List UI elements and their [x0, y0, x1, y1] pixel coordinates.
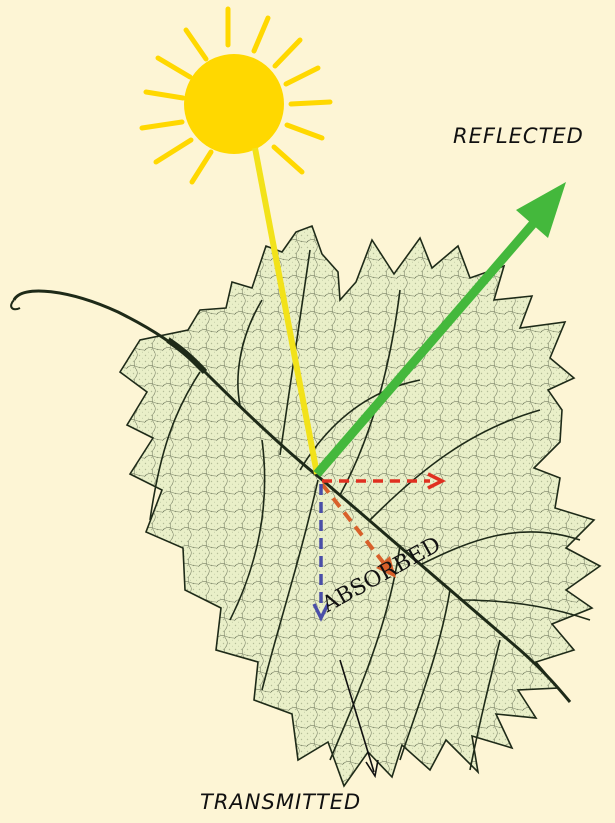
reflected-label: REFLECTED — [453, 124, 584, 148]
oak-leaf-icon — [11, 226, 600, 786]
transmitted-label: TRANSMITTED — [200, 790, 361, 814]
sun-icon — [142, 9, 330, 182]
